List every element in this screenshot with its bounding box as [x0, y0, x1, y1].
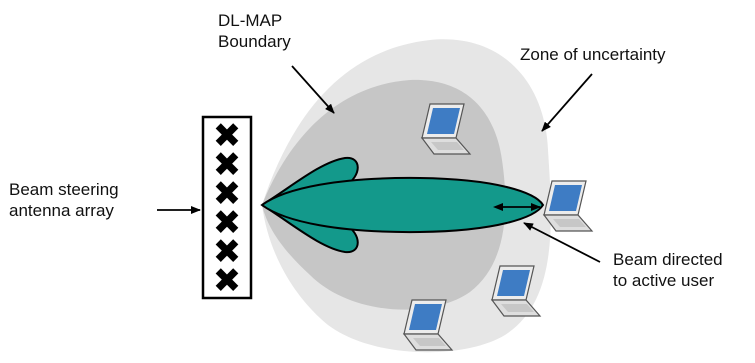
beam-directed-arrow	[523, 222, 601, 263]
dlmap-boundary-label-line1: DL-MAP	[218, 11, 283, 30]
dlmap-boundary-label-line2: Boundary	[218, 32, 291, 51]
zone-uncertainty-arrow	[541, 73, 593, 132]
x-icon: ✖	[213, 261, 242, 301]
x-icon: ✖	[213, 174, 242, 214]
dlmap-boundary-label: DL-MAP Boundary	[218, 10, 291, 52]
beam-directed-label-line1: Beam directed	[613, 250, 723, 269]
zone-of-uncertainty-label: Zone of uncertainty	[520, 44, 666, 65]
dlmap-boundary-arrow	[291, 65, 335, 114]
beam-directed-label: Beam directed to active user	[613, 249, 723, 291]
antenna-array	[201, 115, 253, 300]
x-icon: ✖	[213, 232, 242, 272]
x-icon: ✖	[213, 116, 242, 156]
x-icon: ✖	[213, 145, 242, 185]
x-icon: ✖	[213, 203, 242, 243]
zone-of-uncertainty-label-text: Zone of uncertainty	[520, 45, 666, 64]
laptop-icon	[402, 299, 454, 351]
main-beam	[260, 176, 545, 234]
laptop-icon	[542, 180, 594, 232]
laptop-icon	[420, 103, 472, 155]
antenna-elements: ✖ ✖ ✖ ✖ ✖ ✖	[213, 116, 242, 301]
beam-steering-label-line2: antenna array	[9, 201, 114, 220]
beam-steering-label-line1: Beam steering	[9, 180, 119, 199]
beam-directed-label-line2: to active user	[613, 271, 715, 290]
beam-steering-label: Beam steering antenna array	[9, 179, 119, 221]
laptop-icon	[490, 265, 542, 317]
